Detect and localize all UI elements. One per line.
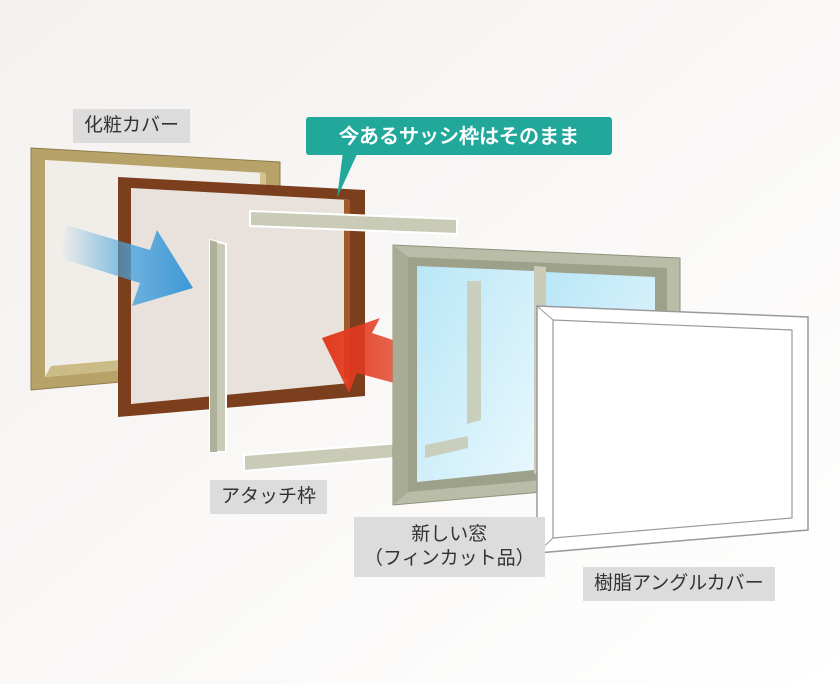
resin-angle-cover-label: 樹脂アングルカバー [583,567,775,601]
new-window-label-line2: （フィンカット品） [364,546,535,569]
callout-pointer [337,152,358,198]
attachment-frame-label: アタッチ枠 [210,480,328,514]
blue-arrow-icon [60,225,193,306]
existing-frame-callout: 今あるサッシ枠はそのまま [306,117,612,155]
existing-sash-frame [118,177,365,417]
new-window-label: 新しい窓 （フィンカット品） [354,517,545,577]
resin-angle-cover [536,305,809,554]
new-window-label-line1: 新しい窓 [411,523,488,545]
decorative-cover-label: 化粧カバー [73,109,191,143]
